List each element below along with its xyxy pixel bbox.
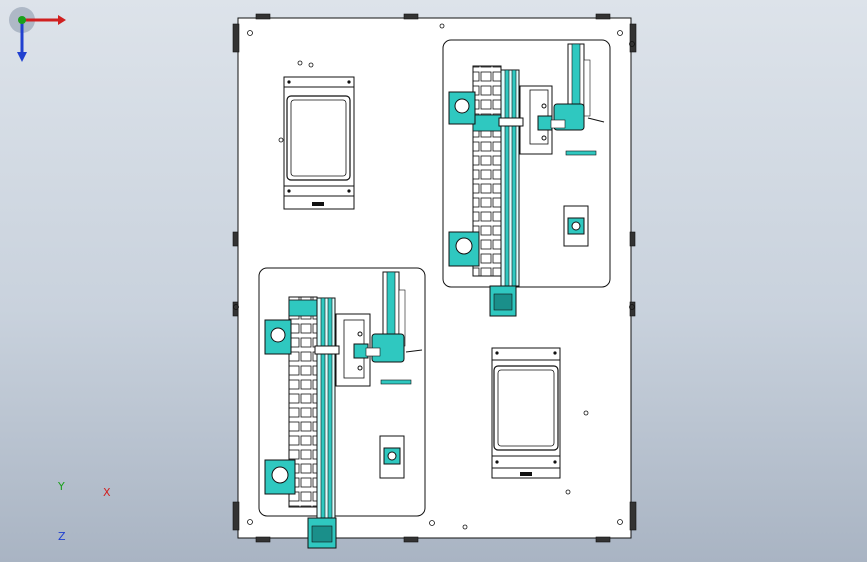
linear-module-bottom-left[interactable] <box>258 267 426 549</box>
tray-top-left[interactable] <box>283 76 355 210</box>
fixture-block-bottom[interactable] <box>379 435 405 479</box>
axis-y-label: Y <box>58 480 65 493</box>
axis-x-label: X <box>103 486 111 499</box>
fixture-block-top[interactable] <box>563 205 589 247</box>
linear-module-top-right[interactable] <box>442 39 611 317</box>
coordinate-triad-icon <box>9 7 66 62</box>
axis-z-label: Z <box>58 530 66 543</box>
tray-bottom-right[interactable] <box>491 347 561 479</box>
